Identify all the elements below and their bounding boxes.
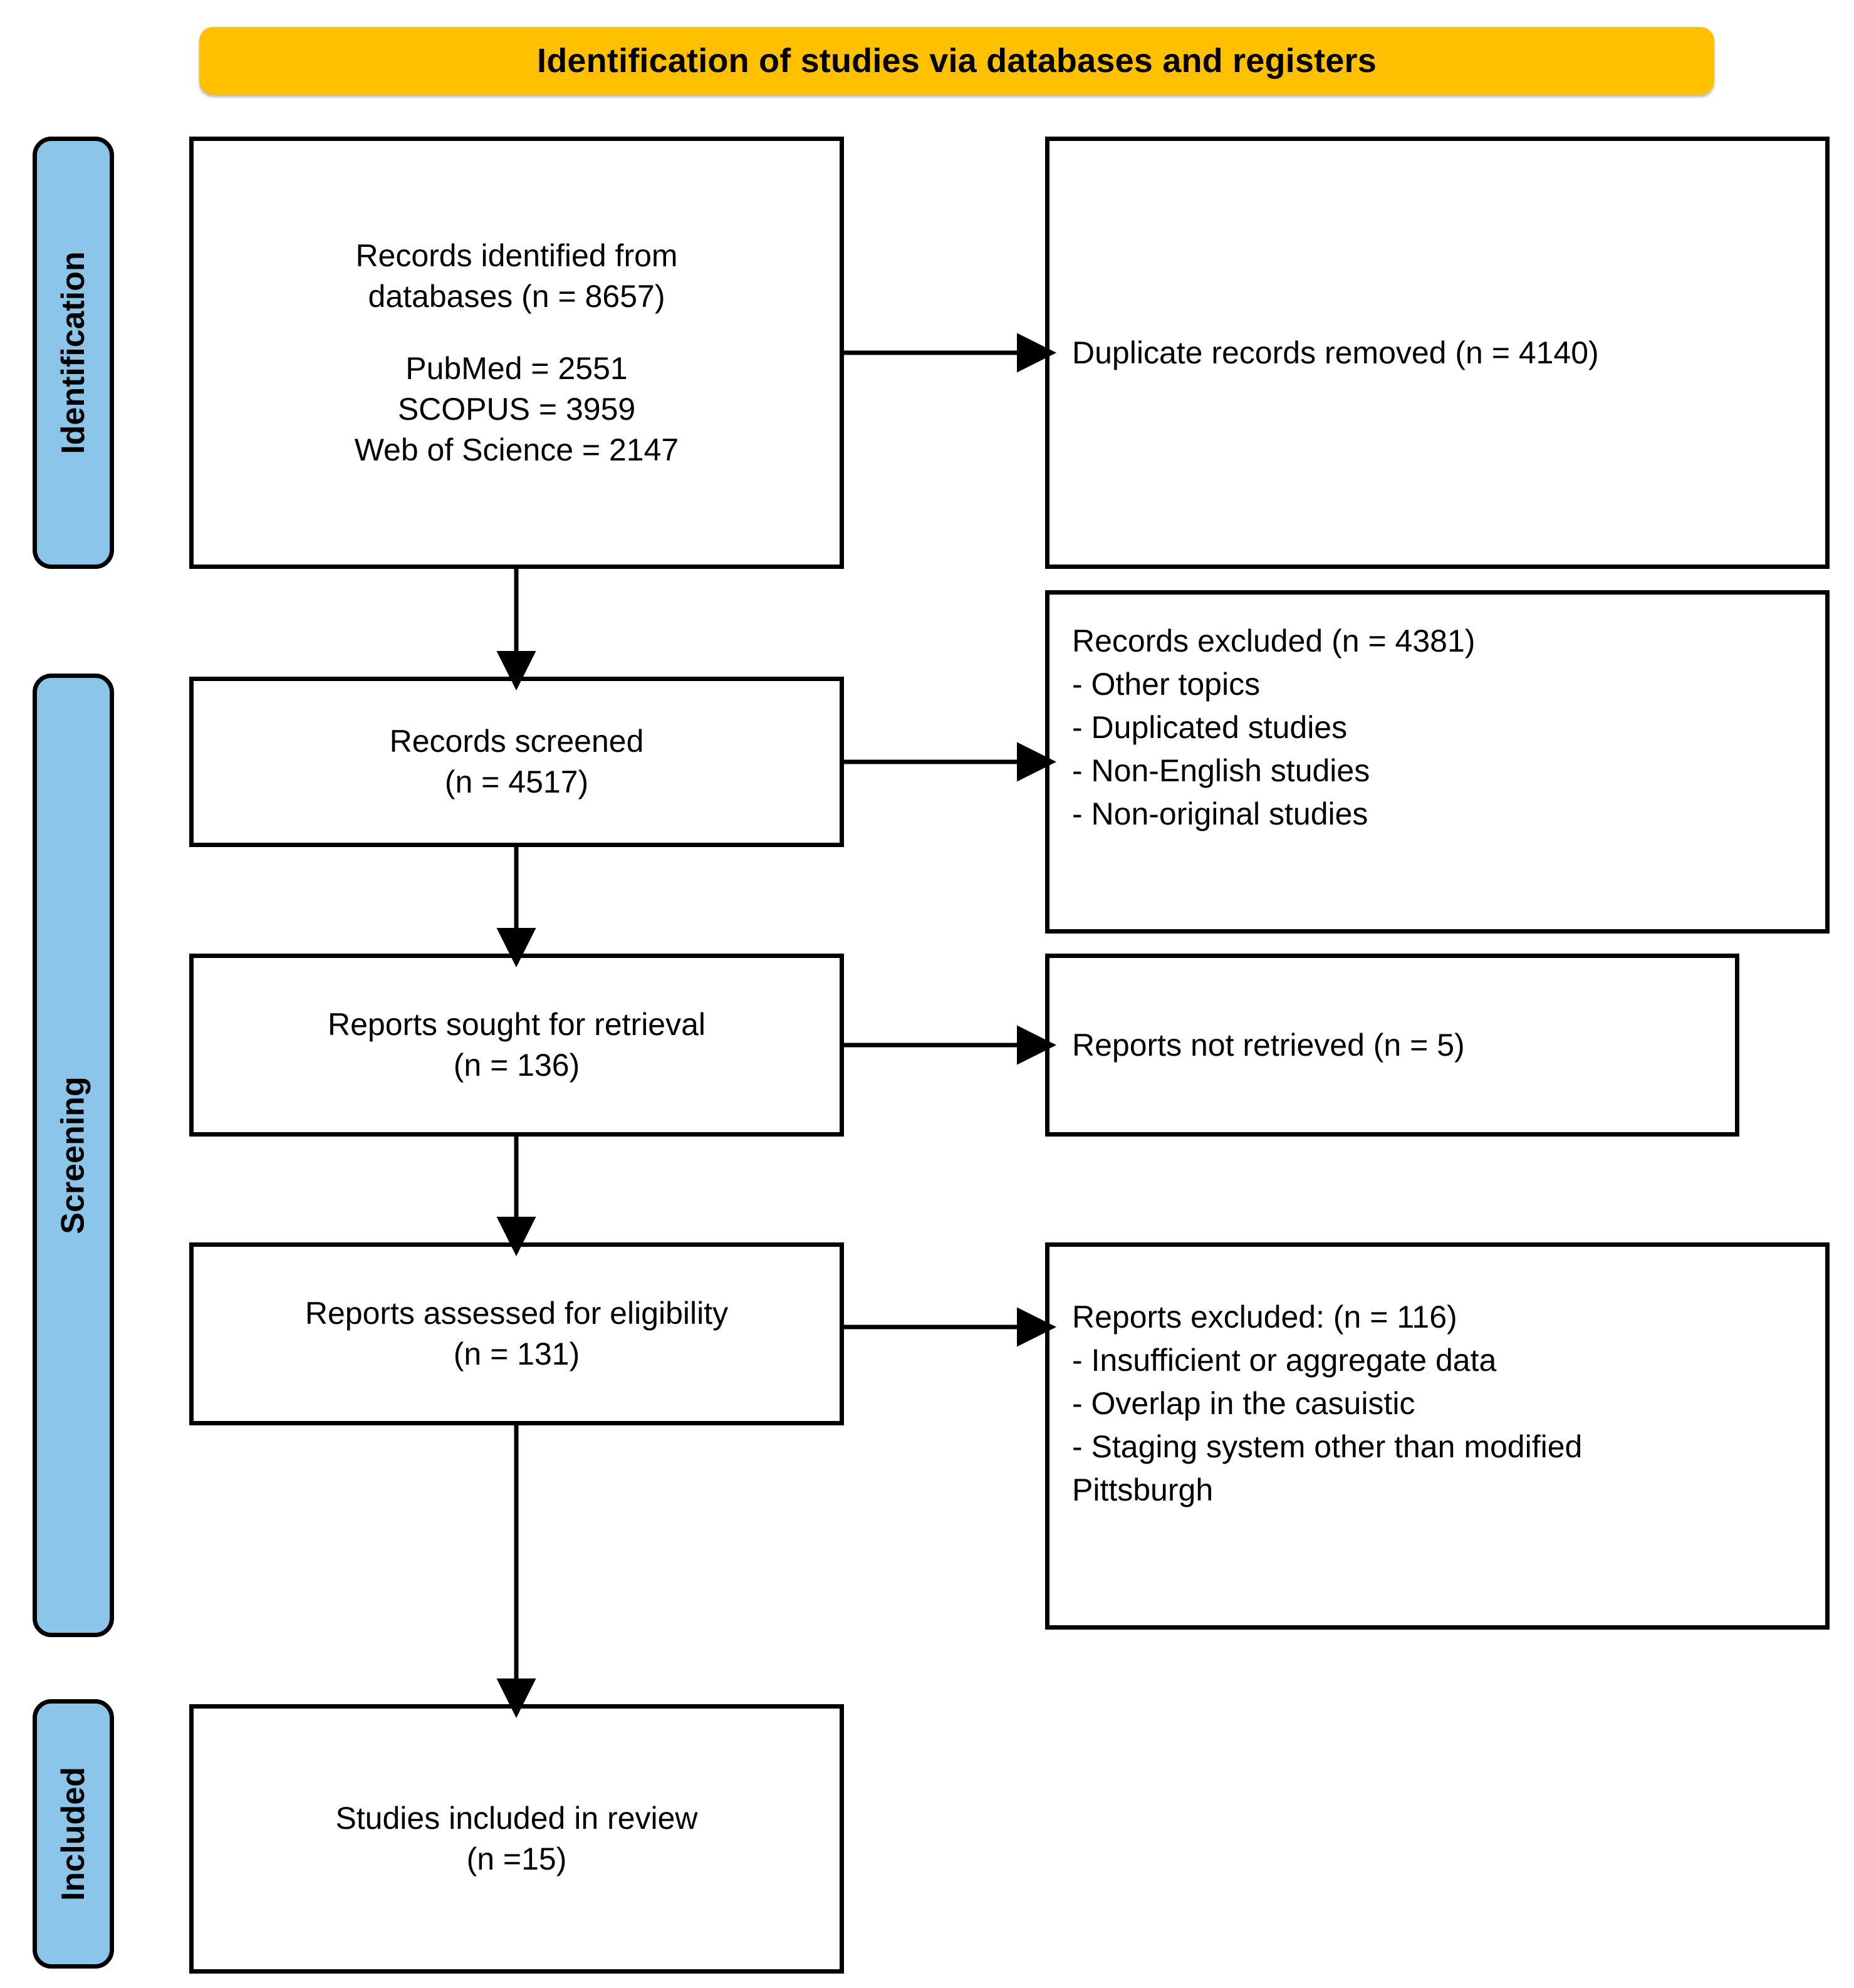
diagram-header-banner: Identification of studies via databases …: [199, 27, 1714, 95]
reports-excluded-line-5: Pittsburgh: [1072, 1472, 1214, 1507]
stage-sidebar-included: Included: [33, 1699, 114, 1969]
box-records-screened: Records screened (n = 4517): [189, 677, 844, 847]
records-identified-line-3: PubMed = 2551: [405, 350, 628, 386]
records-excluded-line-3: - Duplicated studies: [1072, 710, 1348, 745]
records-excluded-line-5: - Non-original studies: [1072, 796, 1368, 831]
stage-label-screening: Screening: [55, 1076, 92, 1234]
records-identified-line-4: SCOPUS = 3959: [397, 391, 636, 427]
reports-excluded-line-2: - Insufficient or aggregate data: [1072, 1343, 1497, 1378]
records-identified-line-1: Records identified from: [355, 237, 678, 273]
reports-excluded-line-4: - Staging system other than modified: [1072, 1429, 1583, 1464]
stage-sidebar-identification: Identification: [33, 137, 114, 569]
records-excluded-line-2: - Other topics: [1072, 667, 1261, 702]
records-identified-line-5: Web of Science = 2147: [354, 432, 679, 467]
box-reports-excluded: Reports excluded: (n = 116) - Insufficie…: [1045, 1242, 1830, 1630]
reports-excluded-line-1: Reports excluded: (n = 116): [1072, 1299, 1457, 1335]
records-excluded-line-1: Records excluded (n = 4381): [1072, 623, 1476, 658]
records-screened-line-1: Records screened: [389, 724, 644, 759]
reports-assessed-line-2: (n = 131): [453, 1336, 580, 1371]
duplicates-removed-line-1: Duplicate records removed (n = 4140): [1072, 335, 1599, 370]
records-excluded-line-4: - Non-English studies: [1072, 753, 1370, 788]
studies-included-line-2: (n =15): [466, 1841, 567, 1876]
box-records-excluded: Records excluded (n = 4381) - Other topi…: [1045, 590, 1830, 934]
box-duplicate-records-removed: Duplicate records removed (n = 4140): [1045, 137, 1830, 569]
box-reports-assessed: Reports assessed for eligibility (n = 13…: [189, 1242, 844, 1425]
reports-not-retrieved-line-1: Reports not retrieved (n = 5): [1072, 1027, 1465, 1063]
stage-sidebar-screening: Screening: [33, 674, 114, 1637]
records-screened-line-2: (n = 4517): [444, 764, 589, 799]
reports-sought-line-2: (n = 136): [453, 1048, 580, 1083]
reports-sought-line-1: Reports sought for retrieval: [327, 1007, 706, 1042]
stage-label-included: Included: [55, 1767, 92, 1901]
box-studies-included: Studies included in review (n =15): [189, 1704, 844, 1974]
box-reports-sought: Reports sought for retrieval (n = 136): [189, 954, 844, 1137]
stage-label-identification: Identification: [55, 251, 91, 454]
reports-assessed-line-1: Reports assessed for eligibility: [305, 1296, 729, 1331]
box-records-identified: Records identified from databases (n = 8…: [189, 137, 844, 569]
reports-excluded-line-3: - Overlap in the casuistic: [1072, 1386, 1415, 1421]
box-reports-not-retrieved: Reports not retrieved (n = 5): [1045, 954, 1739, 1137]
records-identified-line-2: databases (n = 8657): [368, 278, 665, 314]
diagram-title: Identification of studies via databases …: [537, 42, 1377, 80]
studies-included-line-1: Studies included in review: [335, 1801, 698, 1836]
